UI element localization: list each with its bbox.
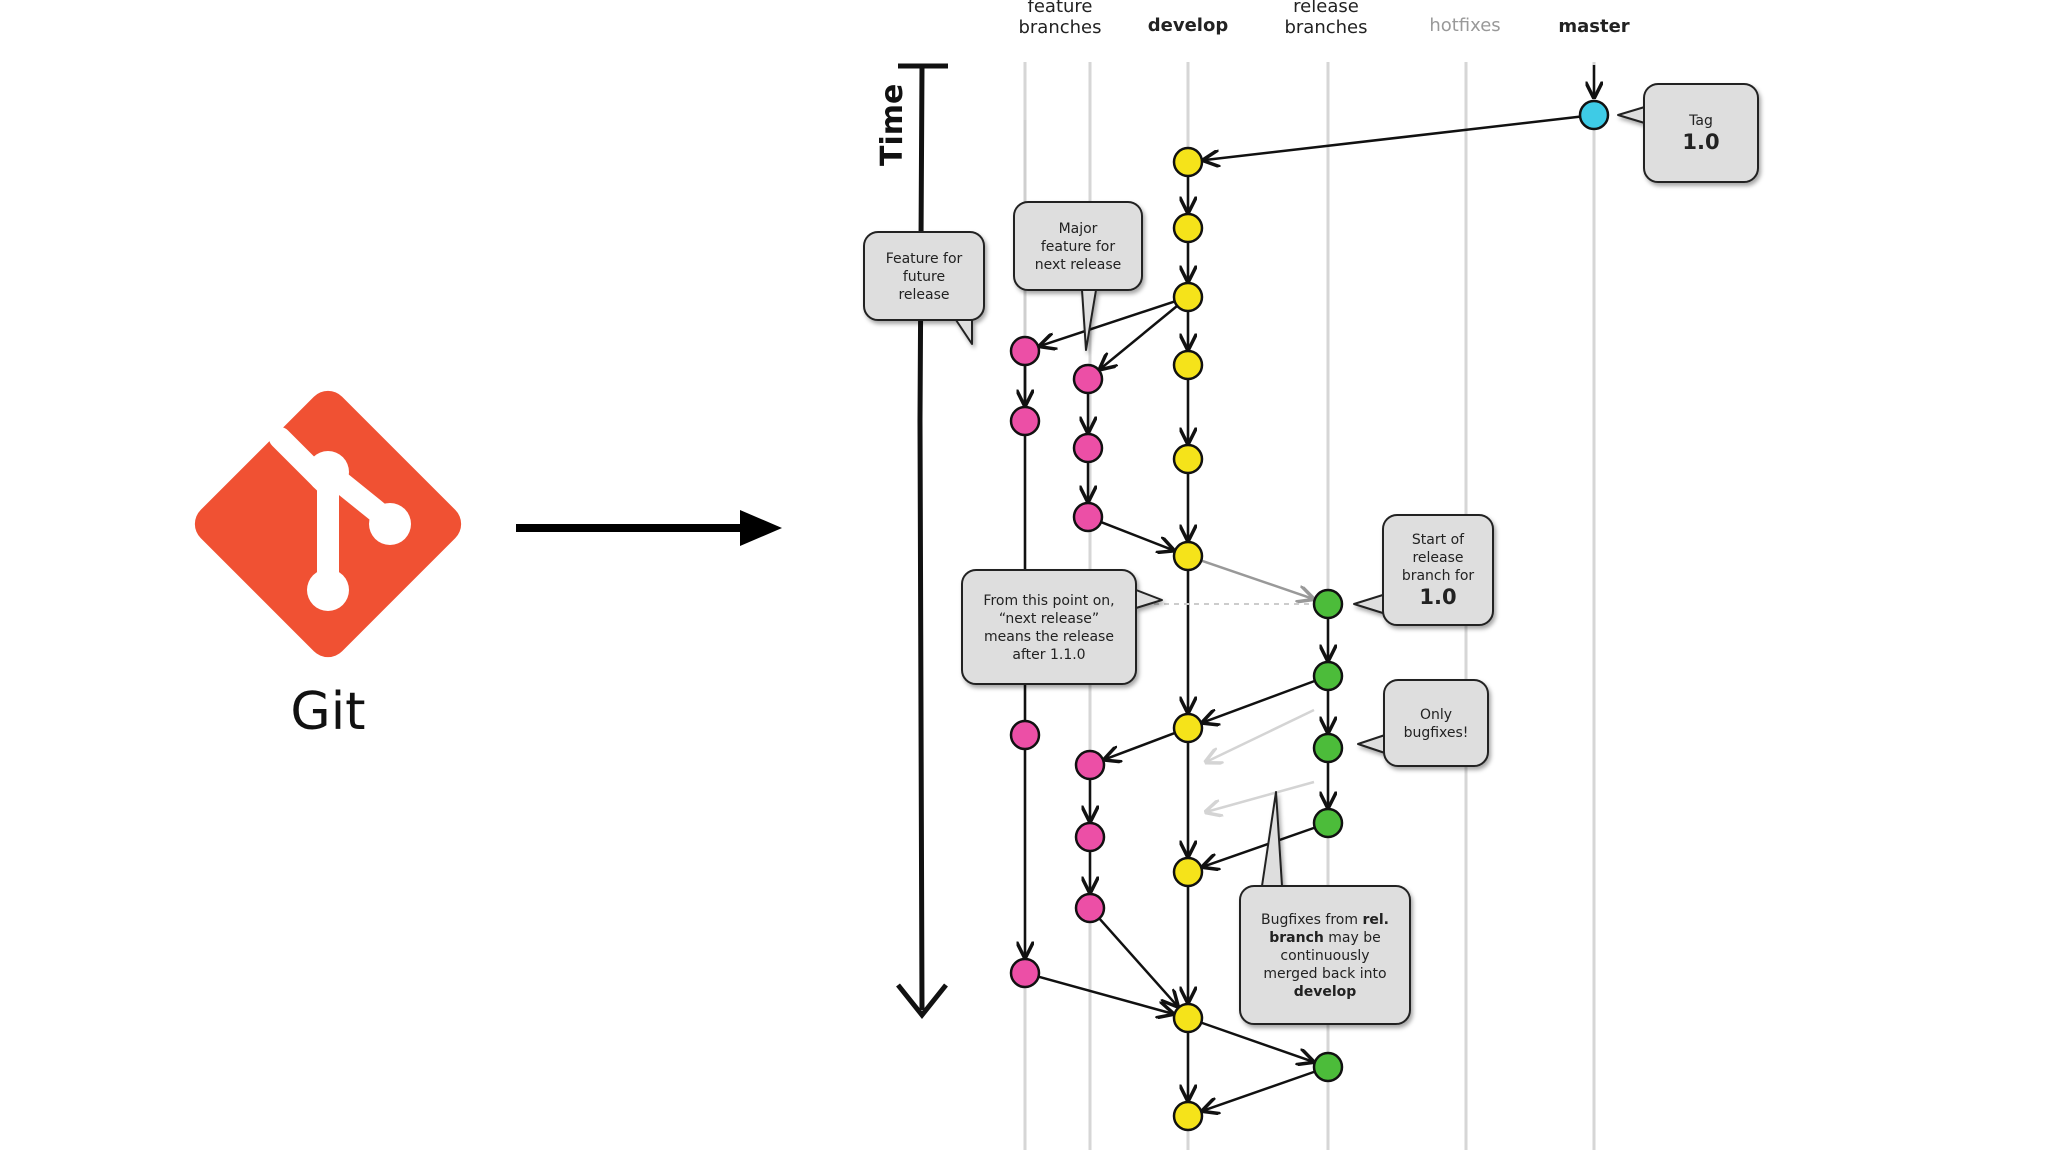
commit-node-release	[1312, 807, 1344, 839]
callout-text-line: continuously	[1280, 948, 1369, 964]
commit-node-release	[1312, 660, 1344, 692]
callout-text-line: release	[1412, 550, 1463, 566]
lane-title-master: master	[1558, 16, 1629, 37]
callout-tag	[1617, 83, 1759, 183]
callout-text-line: 1.0	[1419, 585, 1456, 609]
callout-text-line: Feature for	[886, 251, 963, 267]
commit-node-develop	[1172, 1100, 1204, 1132]
git-logo-icon	[194, 390, 462, 658]
commit-edge	[1040, 300, 1176, 346]
commit-node-release	[1312, 1051, 1344, 1083]
commit-node-feature	[1074, 892, 1106, 924]
commit-node-develop	[1172, 540, 1204, 572]
commit-node-feature	[1009, 405, 1041, 437]
commit-edge	[1203, 826, 1316, 867]
commit-node-develop	[1172, 146, 1204, 178]
callout-text-line: feature for	[1041, 239, 1115, 255]
commit-node-develop	[1172, 443, 1204, 475]
commit-node-develop	[1172, 856, 1204, 888]
callout-start-release	[1353, 514, 1494, 626]
git-logo: Git	[180, 376, 476, 752]
callout-only-bugfixes	[1357, 679, 1489, 767]
callout-text-line: future	[903, 269, 945, 285]
commit-node-release	[1312, 732, 1344, 764]
commit-node-develop	[1172, 281, 1204, 313]
right-arrow-icon	[516, 510, 782, 546]
callout-text-line: branch may be	[1269, 930, 1381, 946]
commit-edge	[1098, 917, 1177, 1006]
commit-node-develop	[1172, 212, 1204, 244]
commit-node-master	[1578, 99, 1610, 131]
commit-node-feature	[1009, 335, 1041, 367]
commit-node-develop	[1172, 1002, 1204, 1034]
commit-nodes	[1009, 99, 1610, 1132]
callout-text-line: next release	[1035, 257, 1122, 273]
commit-node-develop	[1172, 349, 1204, 381]
commit-node-feature	[1072, 432, 1104, 464]
lane-title-feature-2: branches	[1018, 17, 1101, 38]
commit-node-feature	[1009, 957, 1041, 989]
commit-edge	[1100, 304, 1178, 369]
commit-node-feature	[1072, 501, 1104, 533]
commit-edges	[1025, 65, 1594, 1111]
callout-text-line: Bugfixes from rel.	[1261, 912, 1389, 928]
callout-text-line: develop	[1294, 984, 1357, 1000]
commit-edge	[1200, 559, 1313, 599]
commit-edge	[1100, 520, 1173, 550]
commit-edge	[1038, 975, 1172, 1014]
commit-node-feature	[1009, 719, 1041, 751]
callout-future-feature	[863, 231, 985, 345]
commit-node-release	[1312, 588, 1344, 620]
callout-text-line: 1.0	[1682, 130, 1719, 154]
lane-title-hotfixes: hotfixes	[1429, 15, 1500, 36]
callout-text-line: Tag	[1688, 113, 1713, 129]
callout-text-line: Major	[1059, 221, 1098, 237]
time-label: Time	[875, 84, 910, 166]
callout-text-line: bugfixes!	[1404, 725, 1469, 741]
commit-edge	[1203, 679, 1316, 723]
time-axis: Time	[875, 63, 948, 1020]
commit-node-feature	[1072, 363, 1104, 395]
callout-text-line: means the release	[984, 629, 1114, 645]
callout-text-line: Only	[1420, 707, 1452, 723]
commit-node-develop	[1172, 712, 1204, 744]
faint-merge-edge	[1206, 708, 1315, 762]
lane-title-release: release	[1293, 0, 1359, 17]
callout-text-line: release	[898, 287, 949, 303]
lane-titles: feature branches develop release branche…	[1018, 0, 1629, 38]
callout-text-line: “next release”	[999, 611, 1099, 627]
callout-text-line: after 1.1.0	[1012, 647, 1085, 663]
callout-text-line: merged back into	[1263, 966, 1386, 982]
faint-merge-edge	[1206, 780, 1315, 812]
commit-node-feature	[1074, 749, 1106, 781]
callout-bugfixes-merge	[1239, 791, 1411, 1025]
callout-next-release	[961, 569, 1163, 685]
commit-node-feature	[1074, 821, 1106, 853]
git-logo-label: Git	[290, 682, 366, 742]
commit-edge	[1204, 115, 1581, 161]
commit-edge	[1105, 731, 1176, 759]
callout-text-line: Start of	[1412, 532, 1465, 548]
commit-edge	[1203, 1070, 1316, 1111]
lane-title-develop: develop	[1148, 15, 1229, 36]
callout-text-line: branch for	[1402, 568, 1475, 584]
lane-title-feature: feature	[1028, 0, 1093, 17]
commit-edge	[1200, 1021, 1313, 1062]
callout-major-feature	[1013, 201, 1143, 351]
callout-text-line: From this point on,	[983, 593, 1114, 609]
lane-title-release-2: branches	[1284, 17, 1367, 38]
